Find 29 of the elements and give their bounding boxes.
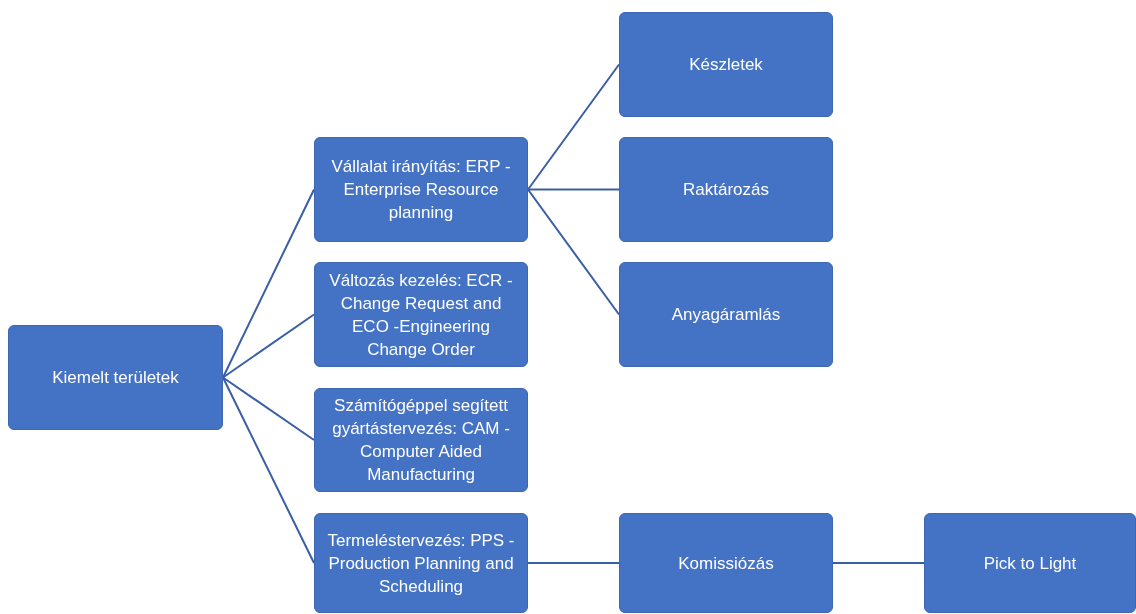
process-box (619, 137, 833, 242)
box-label: Változás kezelés: ECR - Change Request and ECO -Engineering Change Order (328, 269, 514, 361)
box-label: Vállalat irányítás: ERP - Enterprise Resource planning (330, 156, 512, 224)
connector-line (222, 376, 315, 564)
process-box (619, 12, 833, 117)
connector-line (222, 376, 315, 441)
process-box (314, 513, 528, 613)
connector-line (527, 188, 620, 316)
process-box (8, 325, 223, 430)
connector-line (832, 562, 925, 564)
box-label: Anyagáramlás (671, 304, 781, 326)
box-label: Számítógéppel segített gyártástervezés: CAM - Computer Aided Manufacturing (331, 395, 511, 486)
process-box (619, 262, 833, 367)
box-label: Termeléstervezés: PPS - Production Planning and Scheduling (326, 529, 516, 598)
process-box (924, 513, 1136, 613)
process-box (314, 388, 528, 492)
box-label: Komissiózás (678, 552, 774, 575)
connector-line (222, 313, 315, 379)
box-label: Kiemelt területek (52, 367, 179, 389)
connector-line (222, 188, 315, 379)
connector-line (527, 188, 620, 191)
process-box (314, 262, 528, 367)
connector-line (527, 63, 620, 191)
process-box (619, 513, 833, 613)
box-label: Készletek (689, 54, 763, 76)
connector-line (527, 562, 620, 564)
box-label: Raktározás (683, 179, 769, 201)
process-box (314, 137, 528, 242)
box-label: Pick to Light (983, 552, 1077, 575)
